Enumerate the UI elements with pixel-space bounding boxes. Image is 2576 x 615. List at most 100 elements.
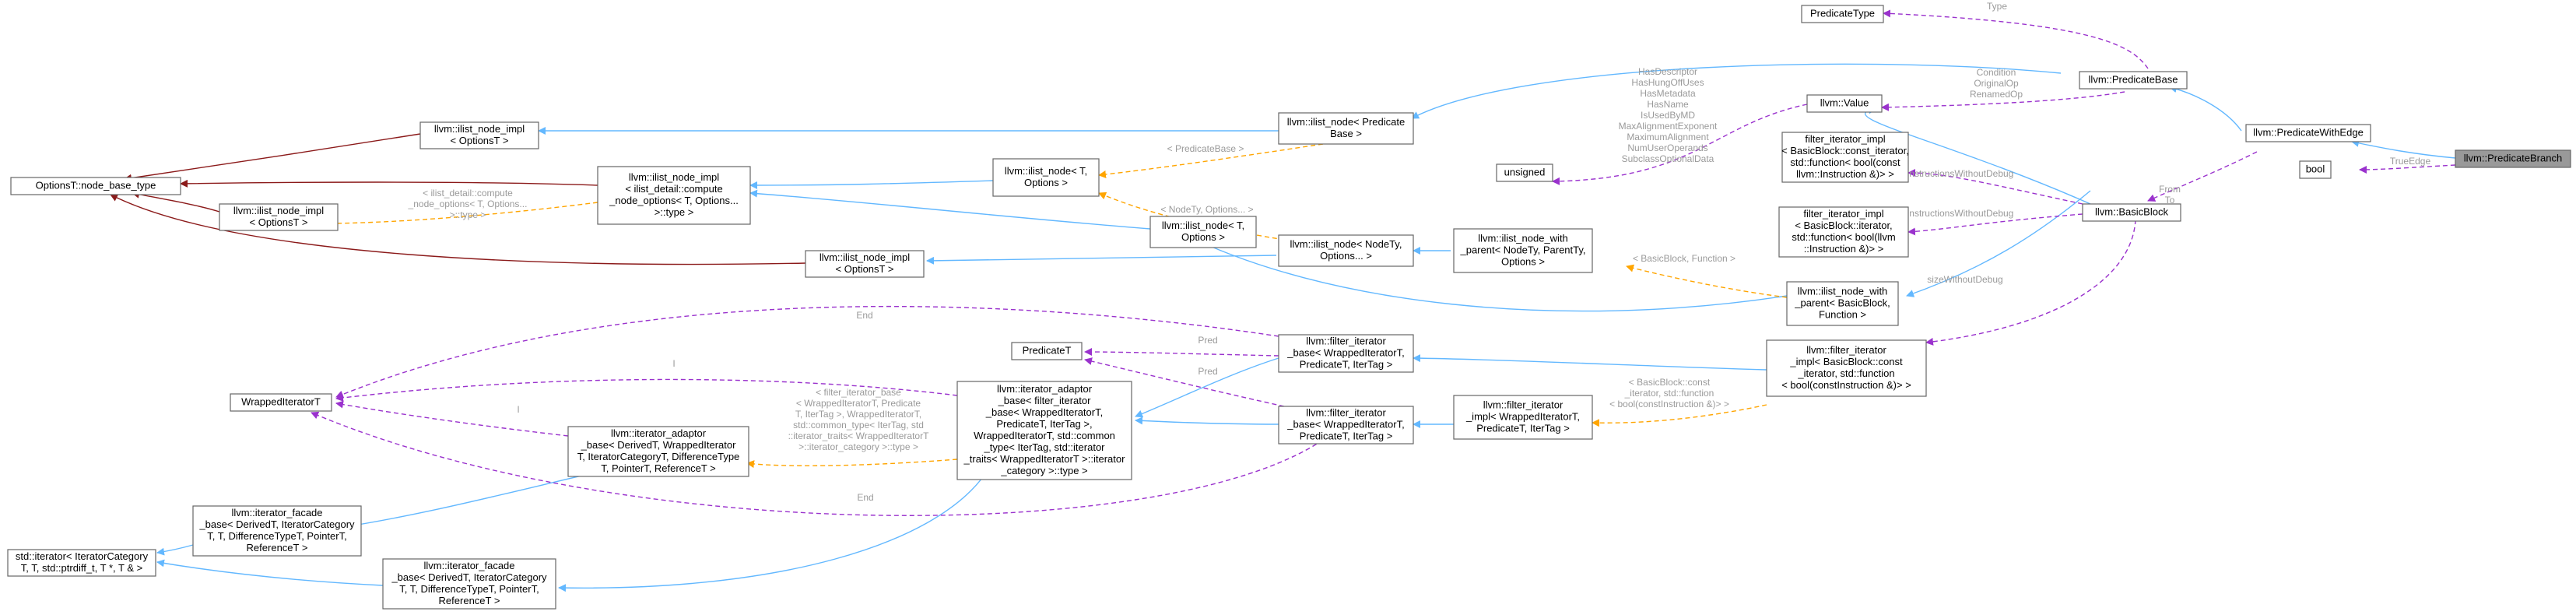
node-iterator-facade-a-box — [192, 505, 362, 557]
node-filter-iterator-base-a[interactable]: llvm::filter_iterator_base< WrappedItera… — [1278, 334, 1414, 373]
node-ilist-node-predicatebase-box — [1278, 112, 1414, 145]
node-ilist-node-predicatebase[interactable]: llvm::ilist_node< PredicateBase > — [1278, 112, 1414, 145]
node-filter-iterator-base-a-text: _base< WrappedIteratorT, — [1286, 347, 1404, 359]
node-filter-iterator-impl-generic-text: PredicateT, IterTag > — [1476, 423, 1570, 434]
edge-usage-end-top — [335, 305, 1279, 399]
edge-templ-predbase — [1098, 143, 1324, 178]
label-true-edge-line: TrueEdge — [2390, 156, 2431, 167]
node-predicate-with-edge-box — [2245, 124, 2371, 142]
node-ilist-node-impl-c[interactable]: llvm::ilist_node_impl< OptionsT > — [805, 250, 925, 278]
edge-usage-fromto — [2147, 151, 2258, 202]
node-filter-iterator-base-b[interactable]: llvm::filter_iterator_base< WrappedItera… — [1278, 406, 1414, 445]
node-ilist-node-t-options-a-box — [992, 158, 1100, 197]
node-ilist-node-impl-compute[interactable]: llvm::ilist_node_impl< ilist_detail::com… — [597, 166, 751, 225]
node-iterator-adaptor-base-generic-text: llvm::iterator_adaptor — [611, 427, 707, 439]
label-type: Type — [1987, 1, 2007, 12]
node-ilist-node-with-parent-bb[interactable]: llvm::ilist_node_with_parent< BasicBlock… — [1786, 281, 1899, 326]
node-ilist-node-with-parent-nodety-box — [1453, 228, 1593, 273]
node-bool[interactable]: bool — [2299, 160, 2332, 179]
label-condition-line: OriginalOp — [1974, 78, 2019, 89]
node-filter-iterator-impl-const-box — [1781, 132, 1909, 183]
node-filter-iterator-impl-const-text: < BasicBlock::const_iterator, — [1781, 145, 1909, 156]
node-filter-iterator-impl-generic[interactable]: llvm::filter_iterator_impl< WrappedItera… — [1453, 395, 1593, 440]
node-predicate-base-box — [2079, 71, 2188, 90]
node-predicate-type-box — [1801, 5, 1884, 23]
label-bb-function-templ-line: < BasicBlock, Function > — [1633, 253, 1735, 264]
label-end-bottom: End — [857, 492, 873, 503]
label-instructions-a: instructionsWithoutDebug — [1907, 168, 2014, 179]
edge-inherit-9 — [1864, 106, 2091, 205]
node-predicate-t[interactable]: PredicateT — [1011, 342, 1083, 360]
node-llvm-value[interactable]: llvm::Value — [1806, 94, 1883, 113]
node-iterator-facade-a[interactable]: llvm::iterator_facade_base< DerivedT, It… — [192, 505, 362, 557]
node-std-iterator[interactable]: std::iterator< IteratorCategoryT, T, std… — [7, 549, 156, 577]
node-ilist-node-with-parent-nodety-text: llvm::ilist_node_with — [1478, 233, 1568, 244]
node-ilist-node-impl-compute-text: < ilist_detail::compute — [625, 183, 722, 195]
node-filter-iterator-impl-nonconst[interactable]: filter_iterator_impl< BasicBlock::iterat… — [1778, 206, 1909, 258]
edge-inherit-18 — [156, 544, 194, 556]
edge-inherit-2 — [1411, 63, 2062, 119]
label-true-edge: TrueEdge — [2390, 156, 2431, 167]
label-instructions-b-line: instructionsWithoutDebug — [1907, 208, 2014, 219]
node-filter-iterator-impl-bb-text: _impl< BasicBlock::const — [1789, 356, 1903, 367]
node-iterator-adaptor-base-filter-text: PredicateT, IterTag >, — [996, 418, 1092, 430]
node-options-node-base-type-text: OptionsT::node_base_type — [36, 180, 156, 192]
node-predicate-with-edge[interactable]: llvm::PredicateWithEdge — [2245, 124, 2371, 142]
label-end-bottom-line: End — [857, 492, 873, 503]
node-filter-iterator-impl-bb[interactable]: llvm::filter_iterator_impl< BasicBlock::… — [1766, 339, 1927, 397]
node-std-iterator-box — [7, 549, 156, 577]
label-compute-templ: < ilist_detail::compute_node_options< T,… — [408, 188, 528, 220]
node-ilist-node-t-options-b-box — [1149, 216, 1257, 248]
node-ilist-node-with-parent-nodety[interactable]: llvm::ilist_node_with_parent< NodeTy, Pa… — [1453, 228, 1593, 273]
edge-private-b — [180, 179, 598, 188]
node-ilist-node-impl-a[interactable]: llvm::ilist_node_impl< OptionsT > — [419, 121, 539, 149]
label-from-to-line: From — [2159, 184, 2181, 195]
node-wrapped-iterator-text: WrappedIteratorT — [241, 396, 321, 408]
node-basic-block-box — [2082, 203, 2181, 222]
label-filter-base-templ-line: std::common_type< IterTag, std — [793, 420, 924, 430]
node-iterator-adaptor-base-generic-text: T, IteratorCategoryT, DifferenceType — [577, 451, 740, 462]
node-unsigned-box — [1496, 163, 1553, 182]
node-filter-iterator-impl-const[interactable]: filter_iterator_impl< BasicBlock::const_… — [1781, 132, 1909, 183]
node-predicate-base-text: llvm::PredicateBase — [2089, 74, 2178, 86]
node-iterator-adaptor-base-filter[interactable]: llvm::iterator_adaptor_base< filter_iter… — [956, 381, 1132, 480]
node-predicate-type[interactable]: PredicateType — [1801, 5, 1884, 23]
edge-usage-type — [1883, 9, 2149, 69]
label-filter-base-templ: < filter_iterator_base< WrappedIteratorT… — [788, 387, 930, 452]
node-llvm-value-text: llvm::Value — [1820, 97, 1869, 109]
label-pred-a: Pred — [1198, 335, 1217, 346]
label-condition-line: Condition — [1977, 67, 2016, 78]
node-predicate-base[interactable]: llvm::PredicateBase — [2079, 71, 2188, 90]
node-filter-iterator-impl-const-text: std::function< bool(const — [1790, 156, 1900, 168]
node-ilist-node-impl-b[interactable]: llvm::ilist_node_impl< OptionsT > — [219, 203, 339, 231]
node-options-node-base-type[interactable]: OptionsT::node_base_type — [10, 177, 181, 195]
edge-inherit-19 — [156, 559, 384, 586]
node-ilist-node-nodety[interactable]: llvm::ilist_node< NodeTy,Options... > — [1278, 234, 1414, 267]
edge-inherit-5 — [926, 255, 1277, 265]
node-ilist-node-t-options-a[interactable]: llvm::ilist_node< T,Options > — [992, 158, 1100, 197]
node-predicate-branch[interactable]: llvm::PredicateBranch — [2455, 149, 2571, 168]
label-pred-b-line: Pred — [1198, 366, 1217, 377]
node-iterator-facade-b[interactable]: llvm::iterator_facade_base< DerivedT, It… — [382, 558, 556, 610]
node-filter-iterator-base-b-text: llvm::filter_iterator — [1306, 407, 1386, 419]
node-ilist-node-t-options-b[interactable]: llvm::ilist_node< T,Options > — [1149, 216, 1257, 248]
label-size-line: sizeWithoutDebug — [1927, 274, 2002, 285]
node-iterator-facade-a-text: _base< DerivedT, IteratorCategory — [198, 518, 355, 530]
node-filter-iterator-impl-const-text: llvm::Instruction &)> > — [1796, 168, 1894, 180]
node-basic-block[interactable]: llvm::BasicBlock — [2082, 203, 2181, 222]
label-end-top: End — [856, 310, 872, 321]
node-filter-iterator-base-b-text: PredicateT, IterTag > — [1300, 430, 1393, 442]
edge-inherit-3 — [749, 180, 994, 189]
edge-inherit-14 — [1135, 357, 1279, 418]
node-ilist-node-nodety-box — [1278, 234, 1414, 267]
edge-inherit-12 — [1413, 354, 1767, 371]
label-bb-const-templ-line: _iterator, std::function — [1624, 388, 1714, 399]
node-ilist-node-t-options-a-text: Options > — [1024, 177, 1068, 188]
node-iterator-adaptor-base-generic[interactable]: llvm::iterator_adaptor_base< DerivedT, W… — [567, 426, 749, 477]
node-unsigned[interactable]: unsigned — [1496, 163, 1553, 182]
label-condition-line: RenamedOp — [1970, 89, 2023, 100]
label-bb-const-templ-line: < bool(constInstruction &)> > — [1609, 399, 1729, 409]
node-wrapped-iterator[interactable]: WrappedIteratorT — [230, 393, 332, 412]
node-ilist-node-impl-a-text: llvm::ilist_node_impl — [434, 123, 525, 135]
